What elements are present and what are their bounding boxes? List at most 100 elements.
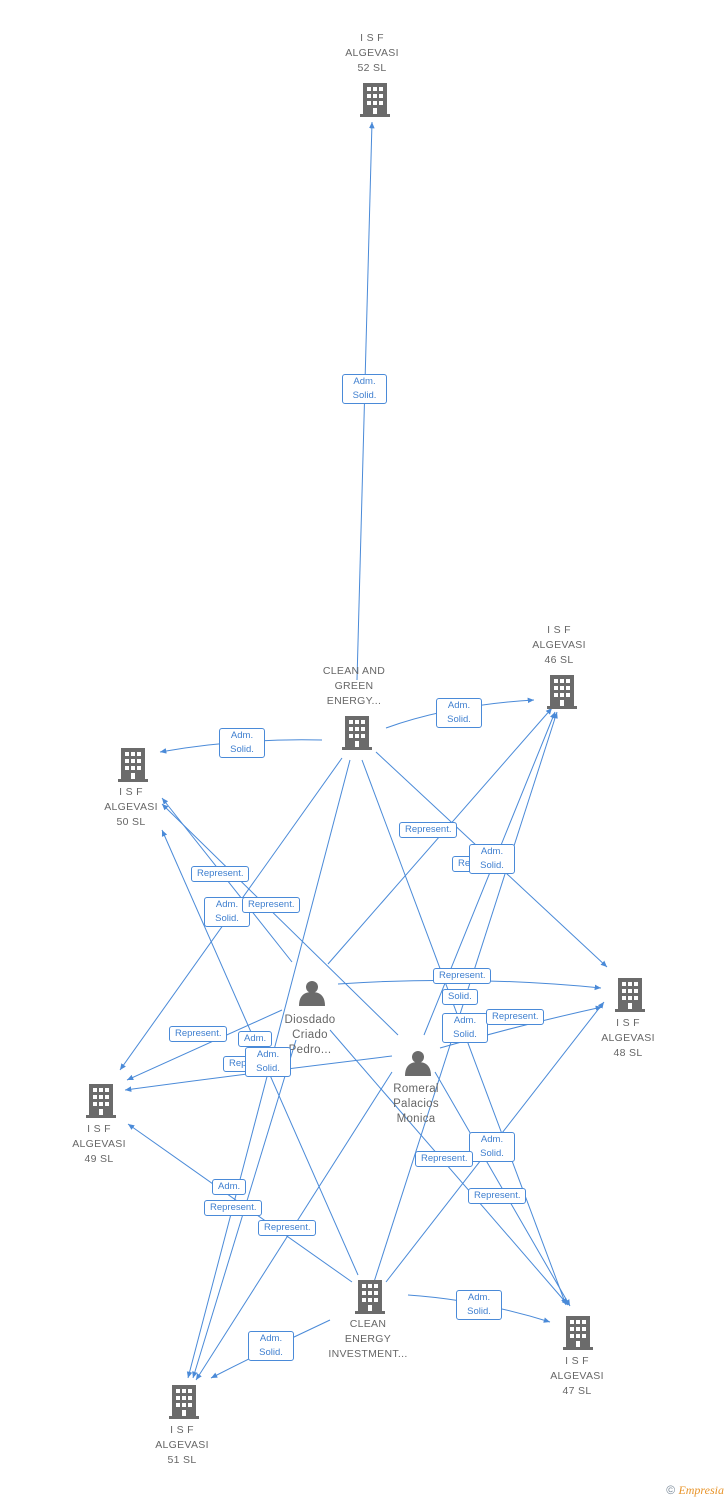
building-icon[interactable] bbox=[86, 1084, 116, 1118]
building-icon[interactable] bbox=[355, 1280, 385, 1314]
node-label-line: ALGEVASI bbox=[155, 1439, 209, 1451]
edge-label-adm-solid: Adm. Solid. bbox=[469, 844, 515, 874]
node-label-line: Pedro... bbox=[288, 1044, 332, 1056]
edge-label-line: Adm. bbox=[453, 1015, 477, 1026]
node-label-line: ALGEVASI bbox=[532, 639, 586, 651]
edge-label-solid: Solid. bbox=[442, 989, 478, 1005]
node-label-line: 50 SL bbox=[116, 816, 146, 828]
node-label-line: 47 SL bbox=[562, 1385, 592, 1397]
node-label-line: I S F bbox=[616, 1017, 640, 1029]
edge-label-line: Solid. bbox=[352, 390, 377, 401]
edge-label-line: Adm. bbox=[218, 1181, 241, 1192]
edge-label-line: Represent. bbox=[474, 1190, 521, 1201]
edge-label-line: Adm. bbox=[480, 1134, 504, 1145]
edge-label-line: Adm. bbox=[230, 730, 254, 741]
node-label-line: ALGEVASI bbox=[550, 1370, 604, 1382]
edge-label-represent: Represent. bbox=[415, 1151, 474, 1167]
edge-label-line: Solid. bbox=[480, 860, 504, 871]
node-icons bbox=[86, 83, 645, 1419]
building-icon[interactable] bbox=[118, 748, 148, 782]
edge-label-line: Repr bbox=[229, 1058, 250, 1069]
edge-label-adm-solid: Adm.Solid. bbox=[245, 1047, 291, 1077]
edge-label-line: Adm. bbox=[480, 846, 504, 857]
node-label-isf46[interactable]: I S F ALGEVASI 46 SL bbox=[504, 623, 614, 668]
node-label-line: I S F bbox=[87, 1123, 111, 1135]
node-label-isf52[interactable]: I S F ALGEVASI 52 SL bbox=[317, 31, 427, 76]
node-label-line: Diosdado bbox=[284, 1014, 336, 1026]
edge-label-line: Solid. bbox=[453, 1029, 477, 1040]
node-label-line: Palacios bbox=[393, 1098, 439, 1110]
node-label-diosdado[interactable]: Diosdado Criado Pedro... bbox=[255, 1013, 365, 1058]
edge-label-line: Solid. bbox=[480, 1148, 504, 1159]
node-label-line: ALGEVASI bbox=[601, 1032, 655, 1044]
edge-label-line: Represent. bbox=[248, 899, 295, 910]
edge-label-line: Adm. bbox=[259, 1333, 283, 1344]
edge-label-adm-solid: Adm. Solid. bbox=[456, 1290, 502, 1320]
building-icon[interactable] bbox=[615, 978, 645, 1012]
edge-label-represent: Represent. bbox=[468, 1188, 527, 1204]
node-label-line: I S F bbox=[119, 786, 143, 798]
node-label-line: 51 SL bbox=[167, 1454, 197, 1466]
building-icon[interactable] bbox=[563, 1316, 593, 1350]
edge-label-line: Represent. bbox=[175, 1028, 222, 1039]
node-label-line: I S F bbox=[360, 32, 384, 44]
edge-label-line: Represent. bbox=[405, 824, 452, 835]
edge bbox=[161, 803, 399, 1036]
edges bbox=[119, 121, 608, 1381]
node-label-line: CLEAN bbox=[349, 1318, 387, 1330]
edge bbox=[126, 1009, 283, 1081]
node-label-line: INVESTMENT... bbox=[328, 1348, 408, 1360]
edge bbox=[329, 1029, 569, 1306]
building-icon[interactable] bbox=[547, 675, 577, 709]
edge-label-line: Solid. bbox=[447, 714, 471, 725]
footer-brand[interactable]: © Empresia bbox=[666, 1483, 724, 1498]
node-label-isf49[interactable]: I S F ALGEVASI 49 SL bbox=[44, 1122, 154, 1167]
node-label-isf51[interactable]: I S F ALGEVASI 51 SL bbox=[127, 1423, 237, 1468]
edge-label-adm-solid: Adm.Solid. bbox=[219, 728, 265, 758]
node-label-line: CLEAN AND bbox=[322, 665, 386, 677]
edge-label-line: Solid. bbox=[215, 913, 239, 924]
building-icon[interactable] bbox=[169, 1385, 199, 1419]
edge-label-line: Solid. bbox=[467, 1306, 491, 1317]
node-label-line: ENERGY bbox=[344, 1333, 392, 1345]
edge-label-line: Represent. bbox=[197, 868, 244, 879]
node-label-line: ALGEVASI bbox=[104, 801, 158, 813]
building-icon[interactable] bbox=[342, 716, 372, 750]
edge-label-line: Represent. bbox=[264, 1222, 311, 1233]
edge-label-adm-solid: Adm. Solid. bbox=[442, 1013, 488, 1043]
node-label-line: Monica bbox=[396, 1113, 436, 1125]
edge-label-represent: Represent. bbox=[486, 1009, 545, 1025]
edge-label-represent: Represent. bbox=[204, 1200, 263, 1216]
node-label-line: 52 SL bbox=[357, 62, 387, 74]
copyright-icon: © bbox=[666, 1483, 676, 1497]
node-label-clean-investment[interactable]: CLEAN ENERGY INVESTMENT... bbox=[313, 1317, 423, 1362]
node-label-line: ENERGY... bbox=[326, 695, 382, 707]
node-label-line: 49 SL bbox=[84, 1153, 114, 1165]
node-label-clean-green[interactable]: CLEAN AND GREEN ENERGY... bbox=[299, 664, 409, 709]
edge-label-line: Represent. bbox=[210, 1202, 257, 1213]
edge-label-adm-solid: Adm.Solid. bbox=[342, 374, 387, 404]
node-label-line: I S F bbox=[547, 624, 571, 636]
node-label-line: ALGEVASI bbox=[345, 47, 399, 59]
node-label-romeral[interactable]: Romeral Palacios Monica bbox=[361, 1082, 471, 1127]
building-icon[interactable] bbox=[360, 83, 390, 117]
person-icon[interactable] bbox=[405, 1051, 431, 1076]
node-label-isf50[interactable]: I S F ALGEVASI 50 SL bbox=[76, 785, 186, 830]
edge-label-represent: Represent. bbox=[242, 897, 301, 913]
node-label-line: GREEN bbox=[334, 680, 374, 692]
person-icon[interactable] bbox=[299, 981, 325, 1006]
edge-label-line: Adm. bbox=[447, 700, 471, 711]
node-label-line: I S F bbox=[170, 1424, 194, 1436]
node-label-line: Romeral bbox=[393, 1083, 439, 1095]
edge-label-line: Adm. bbox=[467, 1292, 491, 1303]
node-label-line: 48 SL bbox=[613, 1047, 643, 1059]
edge-label-represent: Represent. bbox=[169, 1026, 228, 1042]
brand-logo: Empresia bbox=[678, 1483, 724, 1497]
node-label-line: Criado bbox=[292, 1029, 328, 1041]
edge-label-represent: Represent. bbox=[433, 968, 492, 984]
edge-label-adm: Adm. bbox=[212, 1179, 247, 1195]
node-label-isf47[interactable]: I S F ALGEVASI 47 SL bbox=[522, 1354, 632, 1399]
edge-label-line: Represent. bbox=[421, 1153, 468, 1164]
node-label-isf48[interactable]: I S F ALGEVASI 48 SL bbox=[573, 1016, 683, 1061]
